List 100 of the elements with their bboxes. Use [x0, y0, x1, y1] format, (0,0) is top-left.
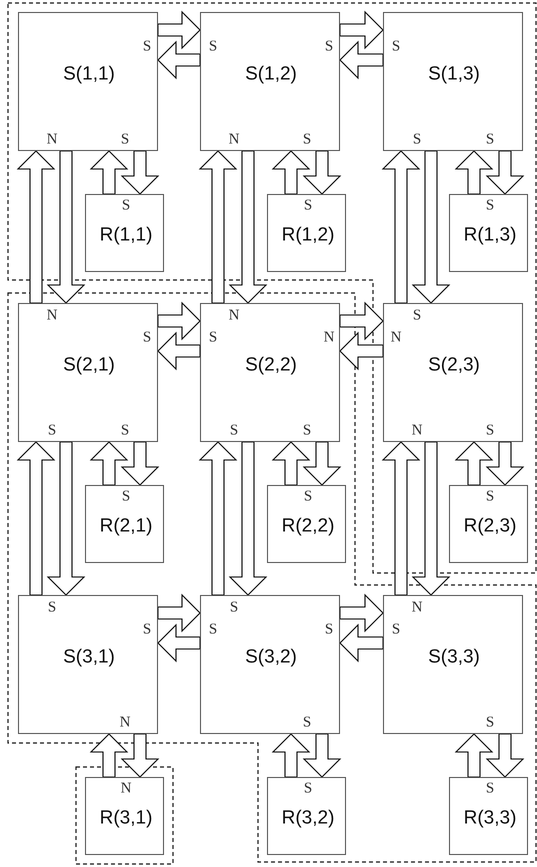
arrow [16, 150, 56, 304]
arrow [90, 150, 128, 195]
arrow [157, 332, 201, 370]
port-label: N [46, 132, 58, 148]
arrow [412, 150, 450, 304]
arrow [90, 733, 128, 778]
port-label: S [230, 600, 238, 616]
port-label: S [324, 40, 334, 54]
port-label: S [302, 132, 312, 148]
arrow [339, 40, 384, 80]
arrow [302, 150, 342, 195]
arrow [157, 10, 201, 50]
port-label: S [392, 40, 400, 54]
node-label: R(1,3) [464, 226, 516, 244]
arrow [454, 733, 494, 778]
port-label: S [392, 622, 400, 638]
arrow [120, 150, 160, 195]
port-label: N [412, 600, 422, 616]
arrow [120, 441, 160, 486]
arrow [302, 441, 342, 486]
arrow [339, 624, 384, 662]
port-label: S [412, 308, 422, 324]
arrow [412, 441, 450, 596]
port-label: S [302, 424, 312, 438]
port-label: S [208, 40, 218, 54]
arrow [198, 441, 238, 596]
port-label: S [142, 622, 152, 638]
port-label: S [486, 424, 494, 438]
node-label: S(3,3) [428, 648, 480, 666]
node-label: S(1,2) [245, 64, 297, 84]
arrow [382, 150, 420, 304]
node-label: R(1,1) [100, 226, 152, 244]
arrow [454, 150, 494, 195]
arrow [339, 302, 384, 340]
node-label: R(3,3) [464, 808, 516, 828]
node-label: S(3,2) [245, 648, 297, 666]
port-label: N [412, 424, 422, 438]
port-label: N [120, 782, 132, 796]
switch-box [383, 12, 523, 151]
port-label: S [122, 490, 130, 504]
arrow [302, 733, 342, 778]
arrow [157, 302, 201, 340]
router-box [267, 777, 346, 855]
router-box [449, 485, 528, 563]
arrow [228, 150, 268, 304]
arrow [486, 150, 524, 195]
node-label: S(2,3) [428, 356, 480, 374]
router-box [449, 777, 528, 855]
node-label: R(2,3) [464, 516, 516, 536]
switch-box [18, 12, 158, 151]
port-label: S [324, 622, 334, 638]
port-label: S [302, 716, 312, 730]
router-box [267, 194, 346, 272]
port-label: S [412, 132, 422, 148]
port-label: S [486, 782, 494, 796]
arrow [486, 441, 524, 486]
router-box [85, 485, 164, 563]
switch-box [383, 595, 523, 734]
node-label: R(2,1) [100, 516, 152, 536]
port-label: S [120, 132, 130, 148]
port-label: N [46, 308, 58, 324]
arrow [339, 10, 384, 50]
router-box [85, 777, 164, 855]
port-label: S [304, 782, 312, 796]
arrow [16, 441, 56, 596]
node-label: S(2,1) [63, 356, 115, 374]
node-label: S(2,2) [245, 356, 297, 374]
node-label: S(1,1) [63, 64, 115, 84]
port-label: S [122, 198, 130, 214]
arrow [157, 40, 201, 80]
arrow [339, 594, 384, 632]
port-label: N [228, 132, 240, 148]
arrow [486, 733, 524, 778]
arrow [454, 441, 494, 486]
port-label: S [486, 716, 494, 730]
port-label: S [208, 622, 218, 638]
port-label: S [486, 198, 494, 214]
arrow [272, 441, 310, 486]
switch-box [200, 12, 340, 151]
port-label: S [208, 330, 218, 346]
router-box [85, 194, 164, 272]
port-label: S [142, 330, 152, 346]
arrow [198, 150, 238, 304]
node-label: R(3,2) [282, 808, 334, 828]
node-label: R(3,1) [100, 808, 152, 828]
switch-box [18, 595, 158, 734]
switch-box [200, 595, 340, 734]
port-label: N [390, 330, 402, 346]
arrow [90, 441, 128, 486]
node-label: S(1,3) [428, 64, 480, 84]
arrow [157, 624, 201, 662]
router-box [449, 194, 528, 272]
arrow [46, 150, 86, 304]
port-label: S [230, 424, 238, 438]
port-label: N [324, 330, 334, 346]
port-label: S [48, 424, 56, 438]
node-label: R(2,2) [282, 516, 334, 536]
arrow [120, 733, 160, 778]
arrow [339, 332, 384, 370]
arrow [272, 733, 310, 778]
